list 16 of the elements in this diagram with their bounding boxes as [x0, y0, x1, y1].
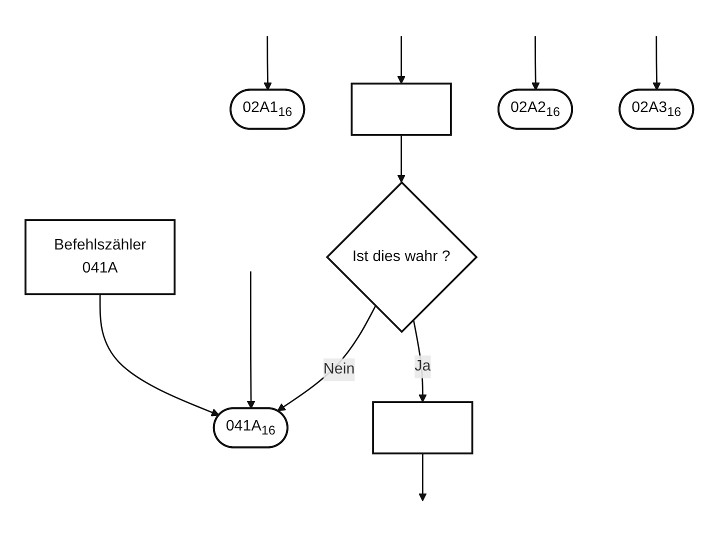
edge-label: Ja — [414, 358, 431, 375]
edge-label: Nein — [324, 361, 355, 378]
arrow — [247, 271, 256, 410]
node-diamond: Ist dies wahr ? — [326, 181, 478, 334]
arrow — [652, 36, 662, 91]
arrow — [532, 36, 540, 91]
arrow — [277, 306, 376, 412]
arrow — [397, 36, 406, 84]
arrow — [397, 134, 406, 183]
node-box — [372, 401, 474, 454]
arrow — [264, 36, 272, 91]
node-box — [350, 82, 452, 136]
arrow — [418, 453, 427, 502]
node-box: Befehlszähler 041A — [24, 219, 176, 296]
arrow — [412, 319, 427, 402]
arrow — [100, 294, 220, 416]
